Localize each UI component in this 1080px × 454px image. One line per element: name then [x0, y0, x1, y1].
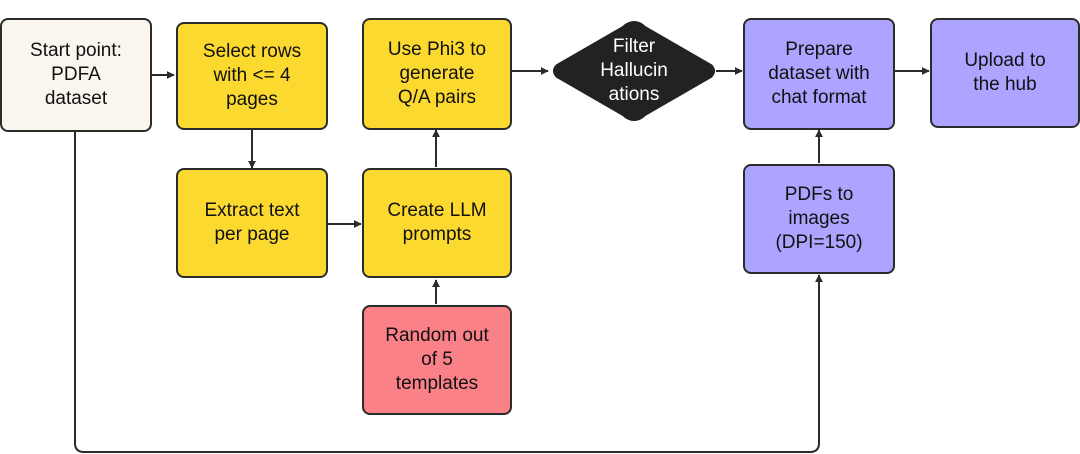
pdfs-to-images-node: PDFs to images (DPI=150): [743, 164, 895, 274]
start-point-node: Start point: PDFA dataset: [0, 18, 152, 132]
use-phi3-node: Use Phi3 to generate Q/A pairs: [362, 18, 512, 130]
edge-start-to-pdfs-to-images: [74, 132, 823, 453]
select-rows-node: Select rows with <= 4 pages: [176, 22, 328, 130]
random-templates-node: Random out of 5 templates: [362, 305, 512, 415]
filter-hallucinations-label: Filter Hallucin ations: [600, 36, 668, 105]
prepare-dataset-node: Prepare dataset with chat format: [743, 18, 895, 130]
upload-to-hub-node: Upload to the hub: [930, 18, 1080, 128]
create-llm-prompts-node: Create LLM prompts: [362, 168, 512, 278]
filter-hallucinations-diamond: [553, 20, 715, 122]
extract-text-node: Extract text per page: [176, 168, 328, 278]
